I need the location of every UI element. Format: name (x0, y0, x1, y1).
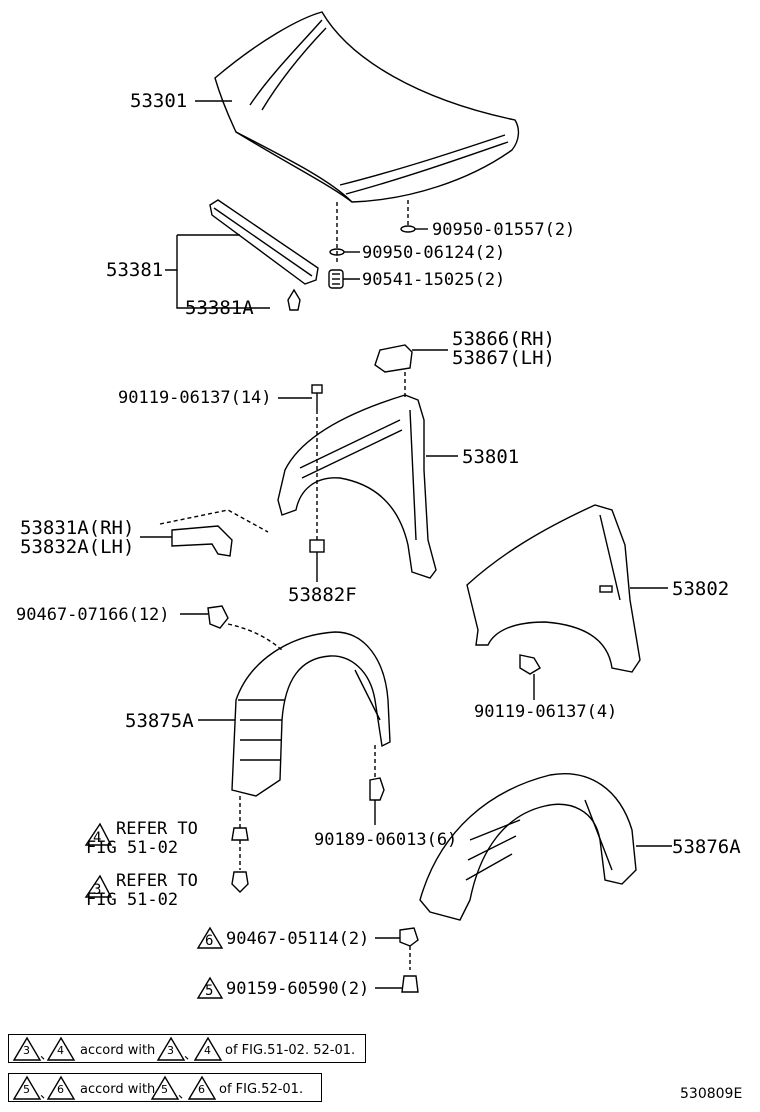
label-refer3-line1: REFER TO (116, 871, 198, 891)
hood-drawing (214, 11, 520, 203)
note1-marker-3b: 3 (167, 1044, 174, 1057)
fender-lh-drawing (466, 504, 641, 673)
marker-3: 3 (93, 882, 102, 898)
note2-accord: accord with (80, 1082, 156, 1097)
liner-rear-drawing (419, 773, 637, 921)
note1-sep-b: 、 (184, 1048, 198, 1063)
label-fender-bolt: 90119-06137(14) (118, 388, 272, 408)
label-refer4-line1: REFER TO (116, 819, 198, 839)
note-box-1 (8, 1034, 366, 1063)
label-refer4-line2: FIG 51-02 (86, 838, 179, 858)
clip-01557-drawing (400, 225, 416, 233)
label-fender-lh: 53802 (672, 578, 730, 600)
label-nut: 53882F (288, 584, 357, 606)
liner-front-drawing (231, 631, 391, 797)
nut-53882f-drawing (309, 539, 325, 553)
label-refer3-line2: FIG 51-02 (86, 890, 179, 910)
seal-clip-drawing (287, 288, 301, 311)
marker-4: 4 (93, 830, 102, 846)
label-clip6: 90467-05114(2) (226, 929, 370, 949)
note2-marker-5: 5 (23, 1083, 30, 1096)
triangle-marker-4 (84, 822, 113, 846)
note1-sep: 、 (40, 1048, 54, 1063)
label-fender-rh: 53801 (462, 446, 520, 468)
triangle-marker-3 (84, 874, 113, 898)
note1-marker-4b: 4 (204, 1044, 211, 1057)
label-bracket-lh: 53867(LH) (452, 347, 555, 369)
note1-of: of FIG.51-02. 52-01. (225, 1043, 356, 1058)
label-support-lh: 53832A(LH) (20, 536, 135, 558)
marker-5: 5 (205, 983, 214, 999)
label-bracket-rh: 53866(RH) (452, 328, 555, 350)
label-hood-clip1: 90950-01557(2) (432, 220, 576, 240)
note1-marker-4: 4 (57, 1044, 64, 1057)
figure-code: 530809E (680, 1086, 743, 1102)
note2-marker-5b: 5 (161, 1083, 168, 1096)
label-liner-screw: 90189-06013(6) (314, 830, 458, 850)
label-seal: 53381 (106, 259, 164, 281)
note2-marker-6b: 6 (198, 1083, 205, 1096)
note2-marker-6: 6 (57, 1083, 64, 1096)
clip-07166-drawing (207, 605, 229, 629)
label-hood-clip2: 90950-06124(2) (362, 243, 506, 263)
label-cushion: 90541-15025(2) (362, 270, 506, 290)
support-drawing (171, 525, 233, 557)
label-seal-clip: 53381A (185, 297, 254, 319)
triangle-marker-6 (196, 926, 224, 949)
note2-sep-b: 、 (178, 1087, 192, 1102)
fender-rh-drawing (277, 394, 437, 579)
label-support-rh: 53831A(RH) (20, 517, 135, 539)
label-liner-rear: 53876A (672, 836, 741, 858)
note1-marker-3: 3 (23, 1044, 30, 1057)
marker-6: 6 (205, 933, 214, 949)
seal-drawing (209, 199, 319, 285)
label-liner-clip: 90467-07166(12) (16, 605, 170, 625)
note1-accord: accord with (80, 1043, 156, 1058)
note2-sep: 、 (40, 1087, 54, 1102)
label-lh-fender-bolt: 90119-06137(4) (474, 702, 618, 722)
label-bolt5: 90159-60590(2) (226, 979, 370, 999)
note-box-2 (8, 1073, 322, 1102)
triangle-marker-5 (196, 976, 224, 999)
bracket-drawing (374, 344, 413, 373)
label-hood: 53301 (130, 90, 188, 112)
label-liner-front: 53875A (125, 710, 194, 732)
note2-of: of FIG.52-01. (219, 1082, 304, 1097)
